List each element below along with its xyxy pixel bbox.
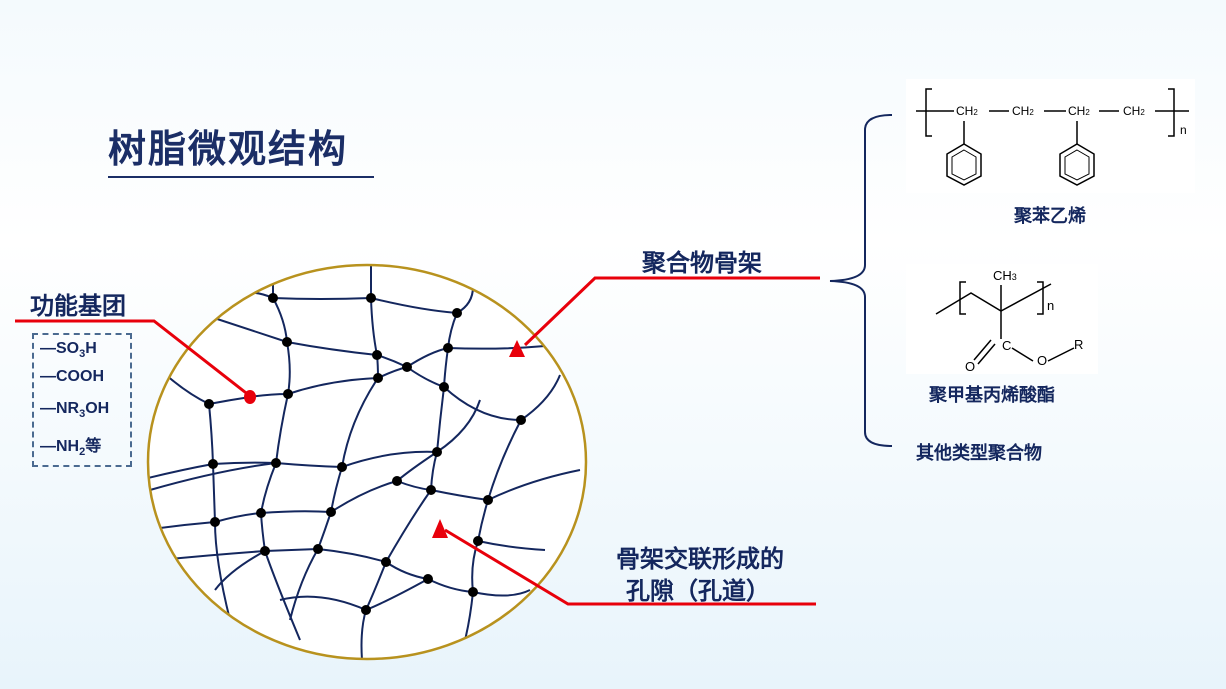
carbon: C: [1002, 338, 1011, 353]
functional-group-callout: [15, 319, 251, 398]
functional-group-marker: [244, 390, 256, 404]
group-nh2: —NH2等: [40, 438, 102, 459]
polymer-skeleton-label: 聚合物骨架: [642, 250, 762, 277]
ch3: CH3: [993, 268, 1017, 283]
pores-label-2: 孔隙（孔道）: [626, 578, 770, 605]
title-underline: [108, 176, 374, 178]
functional-groups-label: 功能基团: [30, 293, 126, 320]
bead-outline: [146, 263, 588, 661]
ch2-2: CH2: [1012, 104, 1034, 118]
repeat-n: n: [1047, 298, 1054, 313]
polystyrene-structure: CH2 CH2 CH2 CH2 n: [906, 79, 1195, 193]
polystyrene-label: 聚苯乙烯: [1014, 206, 1086, 226]
brace: [829, 114, 893, 447]
pore-marker: [432, 519, 448, 538]
pmma-label: 聚甲基丙烯酸酯: [929, 385, 1055, 405]
group-nr3oh: —NR3OH: [40, 400, 110, 421]
pmma-structure: CH3 n C O O R: [906, 264, 1098, 374]
carbonyl-oxygen: O: [965, 359, 975, 374]
group-so3h: —SO3H: [40, 340, 97, 361]
resin-bead: [148, 265, 586, 659]
skeleton-marker: [509, 340, 525, 357]
functional-groups-box: [32, 333, 132, 467]
ester-oxygen: O: [1037, 353, 1047, 368]
crosslink-nodes: [204, 293, 526, 615]
skeleton-callout: [523, 276, 820, 347]
ch2-3: CH2: [1068, 104, 1090, 118]
repeat-n: n: [1180, 123, 1187, 137]
r-group: R: [1074, 337, 1083, 352]
page-title: 树脂微观结构: [108, 129, 349, 171]
ch2-4: CH2: [1123, 104, 1145, 118]
other-polymers-label: 其他类型聚合物: [916, 443, 1042, 463]
pores-label: 骨架交联形成的: [616, 546, 784, 573]
group-cooh: —COOH: [40, 368, 104, 385]
pore-callout: [444, 528, 816, 606]
ch2-1: CH2: [956, 104, 978, 118]
